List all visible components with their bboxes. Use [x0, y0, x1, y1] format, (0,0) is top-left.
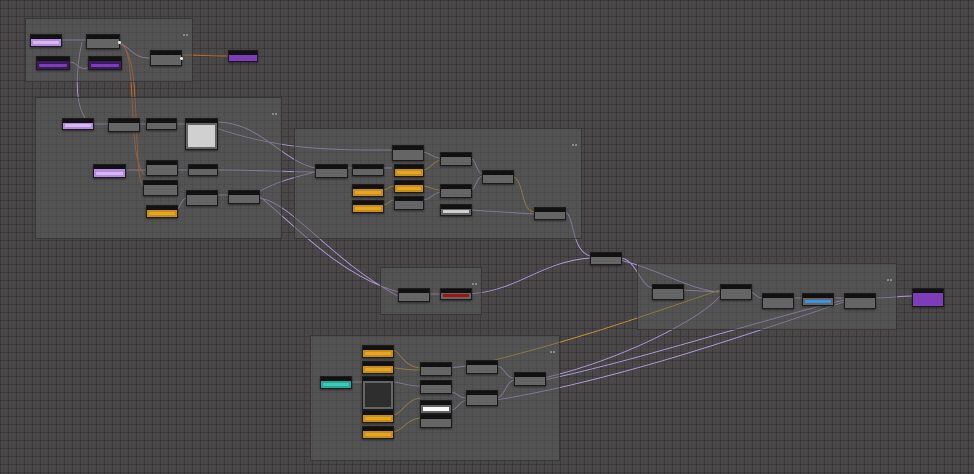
- graph-node[interactable]: [108, 118, 140, 132]
- graph-node[interactable]: [352, 184, 384, 197]
- graph-node[interactable]: [93, 164, 126, 178]
- graph-node[interactable]: [228, 50, 258, 62]
- frame-title: [381, 268, 481, 275]
- graph-node[interactable]: [394, 180, 424, 193]
- graph-node[interactable]: [420, 362, 452, 376]
- graph-node[interactable]: [392, 145, 424, 161]
- output-port-icon[interactable]: [180, 57, 183, 60]
- graph-node[interactable]: [912, 288, 944, 307]
- frame-controls[interactable]: [549, 338, 557, 353]
- graph-node[interactable]: [362, 376, 394, 410]
- graph-node[interactable]: [186, 190, 218, 206]
- graph-node[interactable]: [844, 293, 876, 309]
- graph-node[interactable]: [466, 390, 498, 406]
- frame-controls[interactable]: [471, 270, 479, 285]
- graph-node[interactable]: [352, 200, 384, 213]
- graph-node[interactable]: [150, 50, 183, 66]
- frame-title: [36, 98, 281, 105]
- graph-node[interactable]: [440, 204, 472, 216]
- graph-node[interactable]: [228, 190, 260, 204]
- frame-controls[interactable]: [886, 266, 894, 281]
- graph-node[interactable]: [362, 426, 394, 439]
- frame-title: [638, 264, 896, 271]
- graph-node[interactable]: [36, 56, 70, 70]
- output-port-icon[interactable]: [118, 41, 121, 44]
- graph-node[interactable]: [185, 118, 218, 150]
- node-group-frame[interactable]: [310, 335, 560, 461]
- graph-node[interactable]: [143, 180, 178, 196]
- graph-node[interactable]: [420, 380, 452, 394]
- graph-node[interactable]: [440, 184, 472, 198]
- graph-node[interactable]: [62, 118, 94, 130]
- frame-controls[interactable]: [271, 100, 279, 115]
- graph-node[interactable]: [762, 293, 794, 309]
- graph-node[interactable]: [30, 34, 62, 47]
- graph-node[interactable]: [86, 34, 121, 49]
- graph-node[interactable]: [146, 118, 177, 130]
- graph-node[interactable]: [420, 414, 452, 428]
- preview-swatch: [365, 383, 391, 407]
- graph-node[interactable]: [652, 284, 684, 300]
- graph-node[interactable]: [362, 361, 394, 374]
- graph-node[interactable]: [146, 160, 178, 176]
- graph-node[interactable]: [534, 207, 566, 220]
- frame-title: [26, 19, 192, 26]
- graph-node[interactable]: [440, 288, 472, 300]
- graph-node[interactable]: [590, 252, 622, 265]
- graph-node[interactable]: [802, 293, 834, 306]
- graph-node[interactable]: [362, 410, 394, 423]
- graph-node[interactable]: [482, 170, 514, 184]
- frame-controls[interactable]: [182, 21, 190, 36]
- graph-node[interactable]: [394, 164, 424, 177]
- graph-node[interactable]: [362, 345, 394, 358]
- frame-title: [295, 129, 581, 136]
- graph-node[interactable]: [466, 360, 498, 374]
- graph-node[interactable]: [440, 152, 472, 166]
- wire: [469, 257, 591, 295]
- graph-node[interactable]: [315, 164, 348, 178]
- preview-swatch: [188, 125, 215, 147]
- graph-node[interactable]: [146, 205, 178, 218]
- graph-node[interactable]: [88, 56, 122, 70]
- graph-node[interactable]: [394, 196, 424, 210]
- graph-node[interactable]: [320, 376, 352, 389]
- frame-controls[interactable]: [571, 131, 579, 146]
- graph-node[interactable]: [188, 164, 218, 176]
- graph-node[interactable]: [398, 288, 430, 302]
- graph-node[interactable]: [514, 372, 546, 386]
- graph-node[interactable]: [720, 284, 752, 300]
- graph-node[interactable]: [352, 164, 384, 176]
- node-group-frame[interactable]: [294, 128, 582, 239]
- frame-title: [311, 336, 559, 343]
- graph-node[interactable]: [420, 400, 452, 414]
